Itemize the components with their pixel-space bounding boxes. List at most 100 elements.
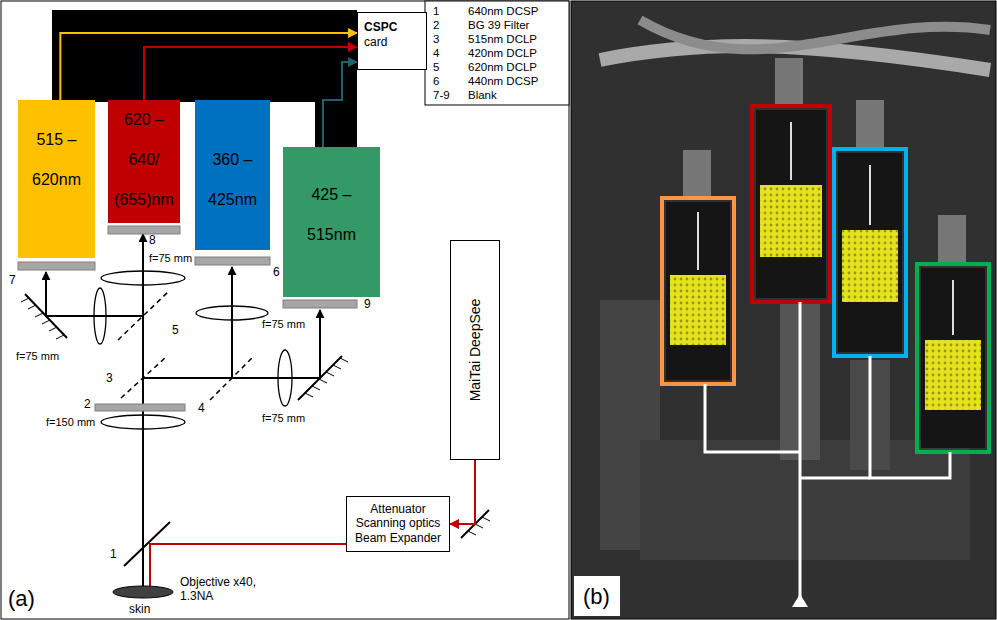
fold-mirror bbox=[298, 356, 342, 400]
callout-number: 6 bbox=[273, 266, 280, 280]
detector-box: 425 – 515nm bbox=[283, 147, 380, 297]
filter bbox=[195, 257, 270, 265]
detector-housing bbox=[842, 230, 898, 302]
lens bbox=[278, 350, 292, 406]
fold-mirror bbox=[333, 365, 341, 369]
callout-number: 8 bbox=[149, 234, 156, 248]
detector-housing bbox=[790, 122, 792, 180]
detector-box: 515 – 620nm bbox=[18, 100, 95, 258]
fold-mirror bbox=[326, 372, 334, 376]
detector-housing bbox=[917, 264, 989, 452]
signal-arrow bbox=[144, 47, 357, 100]
table-cell: 4 bbox=[433, 47, 439, 60]
photo-detail bbox=[640, 20, 990, 49]
light-path bbox=[799, 302, 802, 606]
light-path bbox=[705, 302, 950, 606]
box-label: MaiTai DeepSee bbox=[467, 299, 484, 402]
table-cell: 620nm DCLP bbox=[468, 61, 537, 74]
detector-housing bbox=[952, 280, 954, 335]
detector-housing bbox=[834, 149, 906, 356]
panel-border bbox=[1, 1, 569, 619]
focal-length: f=150 mm bbox=[46, 416, 95, 429]
signal-arrow bbox=[60, 33, 357, 100]
label-patch bbox=[574, 576, 620, 616]
panel-letter: (a) bbox=[8, 586, 35, 611]
fold-mirror bbox=[42, 320, 50, 324]
light-path bbox=[705, 384, 800, 452]
filter bbox=[18, 262, 95, 270]
table-cell: 6 bbox=[433, 75, 439, 88]
photo-panel bbox=[571, 1, 996, 619]
detector-housing bbox=[838, 153, 902, 352]
dichroic-mirror bbox=[210, 356, 254, 400]
detector-box: 360 – 425nm bbox=[195, 100, 270, 250]
part-label: Objective x40, 1.3NA bbox=[180, 576, 258, 604]
box-label: 620 – 640/ (655)nm bbox=[108, 100, 180, 220]
table-cell: 5 bbox=[433, 61, 439, 74]
fold-mirror bbox=[21, 298, 29, 302]
light-path bbox=[800, 477, 870, 480]
callout-number: 4 bbox=[198, 402, 205, 416]
detector-housing bbox=[666, 202, 730, 380]
detector-housing bbox=[752, 106, 830, 302]
beam-path bbox=[142, 234, 144, 598]
focal-length: f=75 mm bbox=[16, 350, 59, 363]
fold-mirror bbox=[28, 305, 36, 309]
lens bbox=[94, 288, 106, 344]
photo-detail bbox=[856, 100, 884, 150]
optics-box: Attenuator Scanning optics Beam Expander bbox=[346, 496, 450, 552]
lens bbox=[101, 271, 185, 285]
detector-housing bbox=[670, 275, 726, 345]
table-cell: 3 bbox=[433, 33, 439, 46]
table-cell: 7-9 bbox=[433, 89, 450, 102]
fold-mirror bbox=[482, 517, 490, 521]
dichroic-mirror bbox=[121, 358, 165, 398]
fold-mirror bbox=[25, 294, 67, 338]
box-label: 515 – 620nm bbox=[18, 120, 95, 200]
detector-housing bbox=[662, 106, 989, 452]
callout-number: 5 bbox=[172, 324, 179, 338]
photo-detail bbox=[775, 58, 803, 108]
box-label: 360 – 425nm bbox=[195, 140, 270, 220]
table-cell: BG 39 Filter bbox=[468, 19, 529, 32]
part-label: skin bbox=[129, 603, 150, 617]
focal-length: f=75 mm bbox=[262, 412, 305, 425]
legend-table bbox=[425, 1, 569, 105]
table-cell: 2 bbox=[433, 19, 439, 32]
fold-mirror bbox=[305, 393, 313, 397]
filter bbox=[108, 226, 180, 234]
box-sublabel: card bbox=[364, 35, 422, 50]
box-label: CSPC bbox=[364, 20, 422, 35]
signal-arrow bbox=[450, 460, 475, 524]
lens bbox=[101, 415, 185, 429]
box-label: 425 – 515nm bbox=[295, 175, 368, 255]
lens bbox=[94, 271, 292, 429]
detector-housing bbox=[921, 268, 985, 448]
table-cell: Blank bbox=[468, 89, 497, 102]
lens bbox=[196, 306, 268, 320]
light-arrow bbox=[792, 594, 808, 607]
callout-number: 7 bbox=[9, 274, 16, 288]
callout-number: 3 bbox=[106, 372, 113, 386]
counting-card: CSPCcard bbox=[357, 12, 427, 70]
callout-number: 1 bbox=[110, 548, 117, 562]
fold-mirror bbox=[312, 386, 320, 390]
fold-mirror bbox=[35, 313, 43, 317]
detector-housing bbox=[697, 212, 699, 270]
callout-number: 2 bbox=[84, 398, 91, 412]
table-cell: 640nm DCSP bbox=[468, 5, 538, 18]
detector-housing bbox=[869, 165, 871, 225]
laser-box: MaiTai DeepSee bbox=[450, 240, 500, 460]
signal-arrow bbox=[323, 62, 357, 147]
light-path bbox=[870, 356, 950, 478]
table-cell: 420nm DCLP bbox=[468, 47, 537, 60]
detector-housing bbox=[756, 110, 826, 298]
fold-mirror bbox=[468, 531, 476, 535]
table-cell: 515nm DCLP bbox=[468, 33, 537, 46]
focal-length: f=75 mm bbox=[262, 318, 305, 331]
filter bbox=[283, 300, 357, 308]
filter bbox=[95, 404, 185, 411]
photo-detail bbox=[683, 150, 711, 200]
box-label: Attenuator Scanning optics Beam Expander bbox=[350, 502, 446, 545]
beam-path bbox=[231, 267, 233, 378]
